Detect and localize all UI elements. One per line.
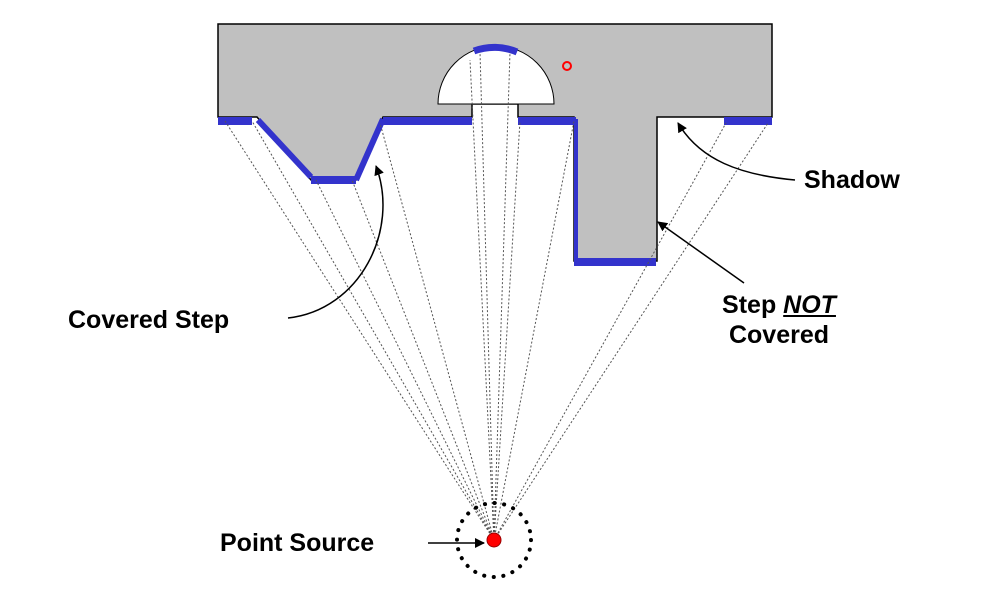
covered-step-arrow <box>287 165 384 319</box>
covered-step-label: Covered Step <box>68 306 230 334</box>
step-not-covered-arrow <box>657 221 745 284</box>
step-not-covered-label: Step NOT Covered <box>704 290 854 350</box>
not-word: NOT <box>783 291 836 319</box>
shadow-arrow <box>677 122 796 181</box>
shadow-label: Shadow <box>804 166 900 194</box>
target-mark <box>562 61 572 71</box>
point-source <box>455 501 533 579</box>
deposited-film <box>218 117 772 266</box>
covered-word: Covered <box>728 321 830 349</box>
point-source-label: Point Source <box>220 529 375 557</box>
source-rays <box>224 51 769 541</box>
dome-deposit <box>472 43 519 56</box>
step-word: Step <box>722 291 784 319</box>
